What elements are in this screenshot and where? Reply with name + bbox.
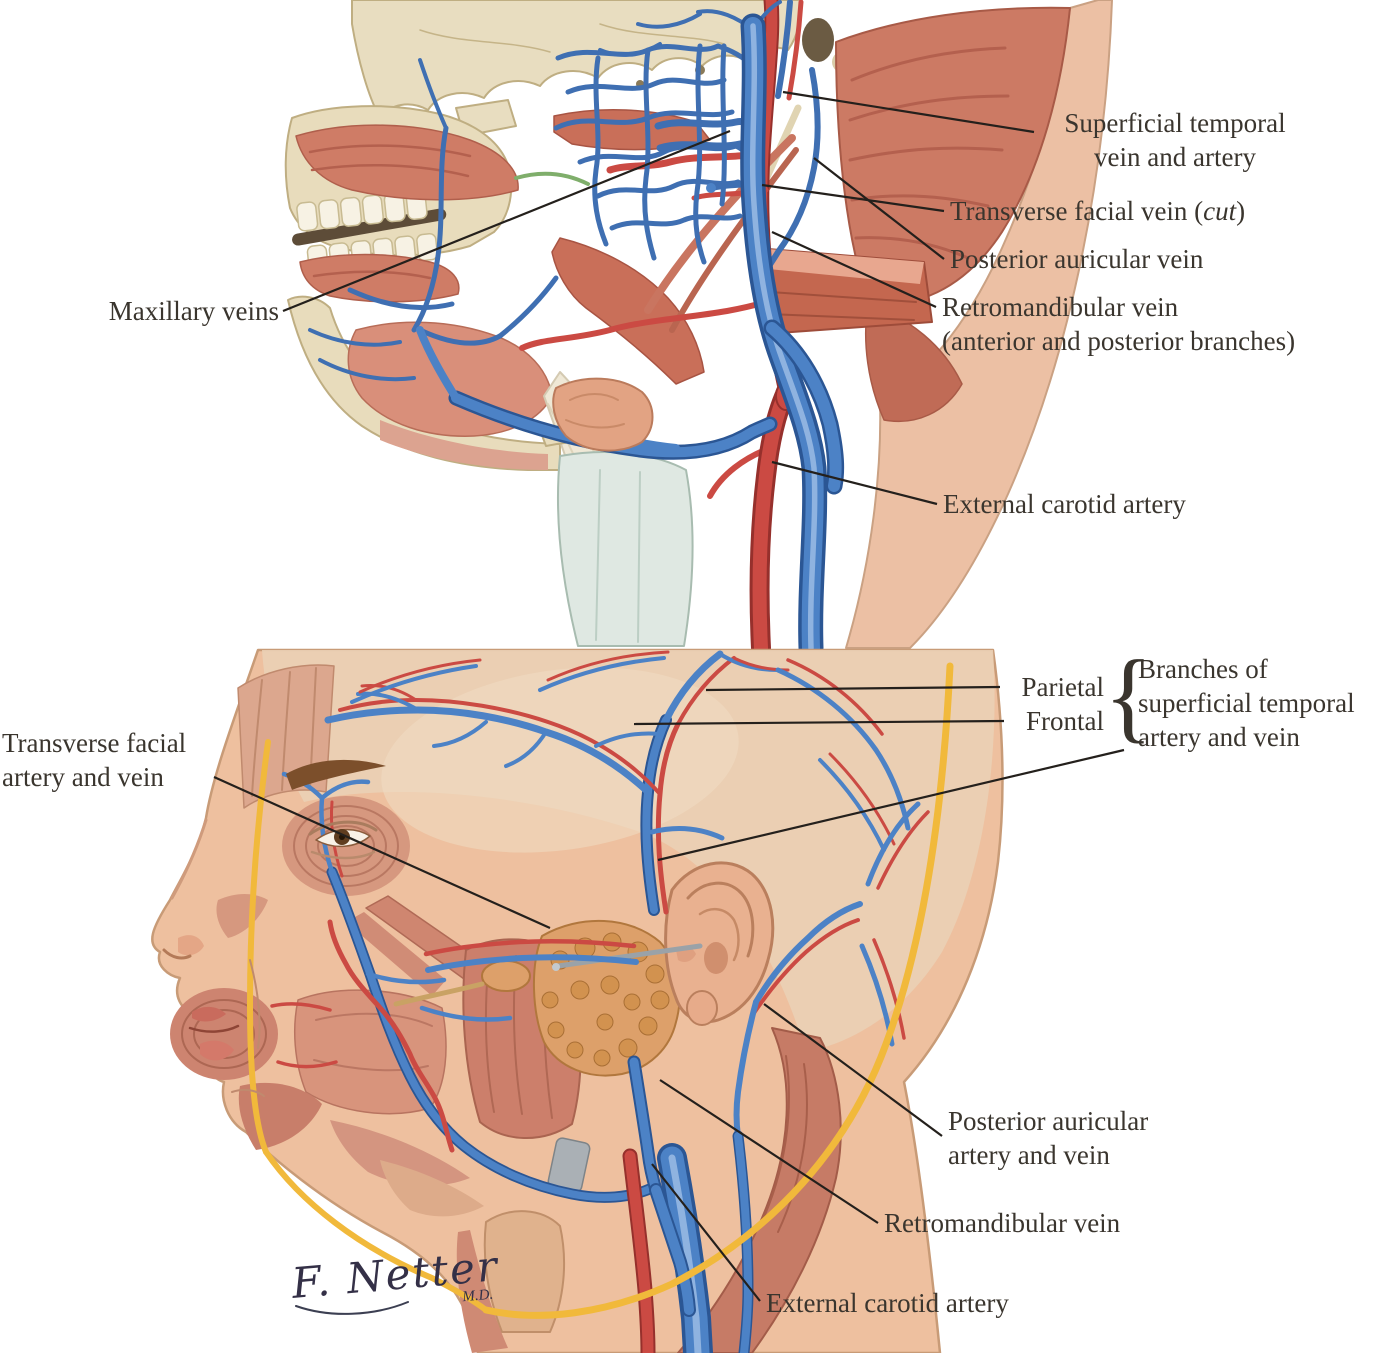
label-text-italic: cut bbox=[1203, 196, 1237, 226]
metal-probe bbox=[555, 943, 703, 969]
leader-parietal bbox=[705, 685, 1001, 692]
label-line: Retromandibular vein bbox=[942, 292, 1179, 322]
neck-muscles bbox=[755, 0, 1113, 649]
ear bbox=[552, 861, 775, 1026]
label-line: artery and vein bbox=[948, 1140, 1110, 1170]
label-branches-of-superficial-temporal: Branches of superficial temporal artery … bbox=[1138, 652, 1355, 754]
leader-retromandibular-bottom bbox=[659, 1079, 879, 1224]
signature-flourish bbox=[295, 1301, 409, 1315]
brace-glyph: { bbox=[1104, 640, 1153, 753]
bottom-figure bbox=[151, 648, 1004, 1353]
vessels bbox=[270, 650, 930, 1353]
label-line: artery and vein bbox=[1138, 722, 1300, 752]
label-line: Superficial temporal bbox=[1064, 108, 1286, 138]
label-line: vein and artery bbox=[1094, 142, 1256, 172]
label-text: External carotid artery bbox=[943, 489, 1186, 519]
label-line: superficial temporal bbox=[1138, 688, 1355, 718]
top-figure bbox=[284, 0, 1113, 661]
label-maxillary-veins: Maxillary veins bbox=[83, 294, 279, 328]
label-text: Parietal bbox=[1021, 672, 1104, 702]
leader-frontal bbox=[633, 719, 1005, 726]
submandibular-gland bbox=[552, 377, 654, 452]
leader-posterior-auricular-bottom bbox=[763, 1003, 943, 1137]
label-line: Posterior auricular bbox=[948, 1106, 1149, 1136]
label-text: Frontal bbox=[1026, 706, 1104, 736]
leader-transverse-facial-bottom bbox=[213, 775, 551, 930]
label-text: Retromandibular vein bbox=[884, 1208, 1121, 1238]
leader-maxillary-veins bbox=[282, 129, 731, 313]
leader-retromandibular-vein bbox=[771, 230, 937, 309]
label-line: Branches of bbox=[1138, 654, 1268, 684]
label-posterior-auricular-vein: Posterior auricular vein bbox=[950, 242, 1203, 276]
label-text: Maxillary veins bbox=[108, 296, 279, 326]
label-text: External carotid artery bbox=[766, 1288, 1009, 1318]
leader-lines bbox=[213, 90, 1125, 1302]
label-transverse-facial-vein-cut: Transverse facial vein (cut) bbox=[950, 194, 1245, 228]
label-superficial-temporal-vein-and-artery: Superficial temporal vein and artery bbox=[1040, 106, 1310, 174]
eyebrow bbox=[286, 759, 386, 790]
leader-posterior-auricular-vein bbox=[813, 157, 945, 260]
label-text: Posterior auricular vein bbox=[950, 244, 1204, 274]
label-transverse-facial-artery-and-vein: Transverse facial artery and vein bbox=[2, 726, 186, 794]
leader-external-carotid-top bbox=[771, 460, 938, 506]
label-line: artery and vein bbox=[2, 762, 164, 792]
label-frontal: Frontal bbox=[958, 704, 1104, 738]
label-retromandibular-vein-bottom: Retromandibular vein bbox=[884, 1206, 1120, 1240]
main-veins bbox=[416, 13, 845, 661]
label-text: Transverse facial vein ( bbox=[950, 196, 1204, 226]
lower-lip bbox=[200, 1040, 234, 1061]
muscles-of-mastication bbox=[295, 109, 799, 470]
upper-lip bbox=[192, 1006, 226, 1022]
label-line: Transverse facial bbox=[2, 728, 187, 758]
leader-external-carotid-bottom bbox=[651, 1163, 761, 1302]
label-line: (anterior and posterior branches) bbox=[942, 326, 1296, 356]
leader-superficial-temporal bbox=[782, 90, 1035, 134]
skin-cut-edge bbox=[247, 662, 954, 1319]
label-parietal: Parietal bbox=[958, 670, 1104, 704]
leader-superficial-temporal-branches bbox=[657, 748, 1125, 862]
label-posterior-auricular-artery-and-vein: Posterior auricular artery and vein bbox=[948, 1104, 1148, 1172]
label-text: ) bbox=[1236, 196, 1246, 226]
leader-transverse-facial-vein bbox=[761, 183, 945, 213]
label-external-carotid-artery-top: External carotid artery bbox=[943, 487, 1186, 521]
label-external-carotid-artery-bottom: External carotid artery bbox=[766, 1286, 1009, 1320]
label-retromandibular-vein: Retromandibular vein (anterior and poste… bbox=[942, 290, 1295, 358]
